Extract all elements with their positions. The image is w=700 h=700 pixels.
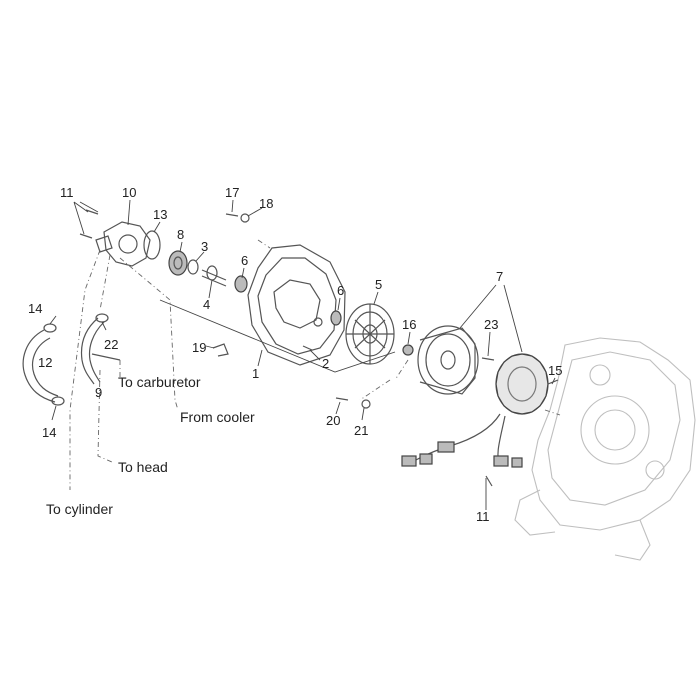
water-pump-cover — [95, 221, 151, 267]
callout-18: 18 — [259, 196, 274, 211]
label-from-cooler: From cooler — [180, 409, 255, 425]
callout-17: 17 — [225, 185, 240, 200]
pump-bolt — [79, 233, 93, 239]
callout-6-seal: 6 — [337, 283, 345, 298]
cover-screw — [302, 345, 313, 351]
flywheel-rotor — [417, 325, 479, 395]
callout-12: 12 — [38, 355, 53, 370]
flywheel-nut — [402, 344, 414, 356]
callout-2: 2 — [322, 356, 330, 371]
callout-19: 19 — [192, 340, 207, 355]
callout-13: 13 — [153, 207, 168, 222]
hose-clamp — [43, 323, 57, 333]
routing-lines — [69, 239, 561, 490]
callout-6-bearing: 6 — [241, 253, 249, 268]
stator — [495, 353, 549, 415]
hose-head — [80, 317, 121, 385]
bearing — [234, 275, 248, 293]
callout-4: 4 — [203, 297, 211, 312]
harness-screw — [485, 475, 493, 487]
label-to-cylinder: To cylinder — [46, 501, 113, 517]
callout-9: 9 — [95, 385, 103, 400]
sensor-washer — [361, 399, 371, 409]
callout-15: 15 — [548, 363, 563, 378]
callout-10: 10 — [122, 185, 137, 200]
pump-shaft — [201, 265, 227, 287]
callout-20: 20 — [326, 413, 341, 428]
wiring-harness — [401, 413, 523, 468]
callout-8: 8 — [177, 227, 185, 242]
callout-23: 23 — [484, 317, 499, 332]
sensor-screw — [335, 397, 349, 401]
hose-cylinder — [22, 329, 59, 403]
seal-ring — [168, 250, 188, 276]
hose-clip — [212, 343, 229, 357]
callout-21: 21 — [354, 423, 369, 438]
callout-5: 5 — [375, 277, 383, 292]
callout-22: 22 — [104, 337, 119, 352]
cooling-fan — [345, 303, 395, 365]
callout-3: 3 — [201, 239, 209, 254]
callout-14-top: 14 — [28, 301, 43, 316]
gasket — [143, 230, 161, 260]
callout-14-bottom: 14 — [42, 425, 57, 440]
stator-screw — [481, 357, 495, 361]
callout-11-bottom: 11 — [476, 509, 490, 524]
label-to-head: To head — [118, 459, 168, 475]
callout-1: 1 — [252, 366, 260, 381]
alternator-cover — [247, 244, 346, 366]
callout-11-top: 11 — [60, 185, 74, 200]
label-to-carburetor: To carburetor — [118, 374, 201, 390]
small-ring — [187, 259, 199, 275]
pump-bolt — [85, 209, 99, 215]
hose-clamp — [51, 396, 65, 406]
bolt-washer — [240, 213, 250, 223]
cover-seal — [330, 310, 342, 326]
cover-bolt — [225, 213, 239, 217]
engine-crankcase-outline — [514, 337, 696, 561]
callout-16: 16 — [402, 317, 417, 332]
leader-lines — [49, 199, 556, 510]
callout-7: 7 — [496, 269, 504, 284]
